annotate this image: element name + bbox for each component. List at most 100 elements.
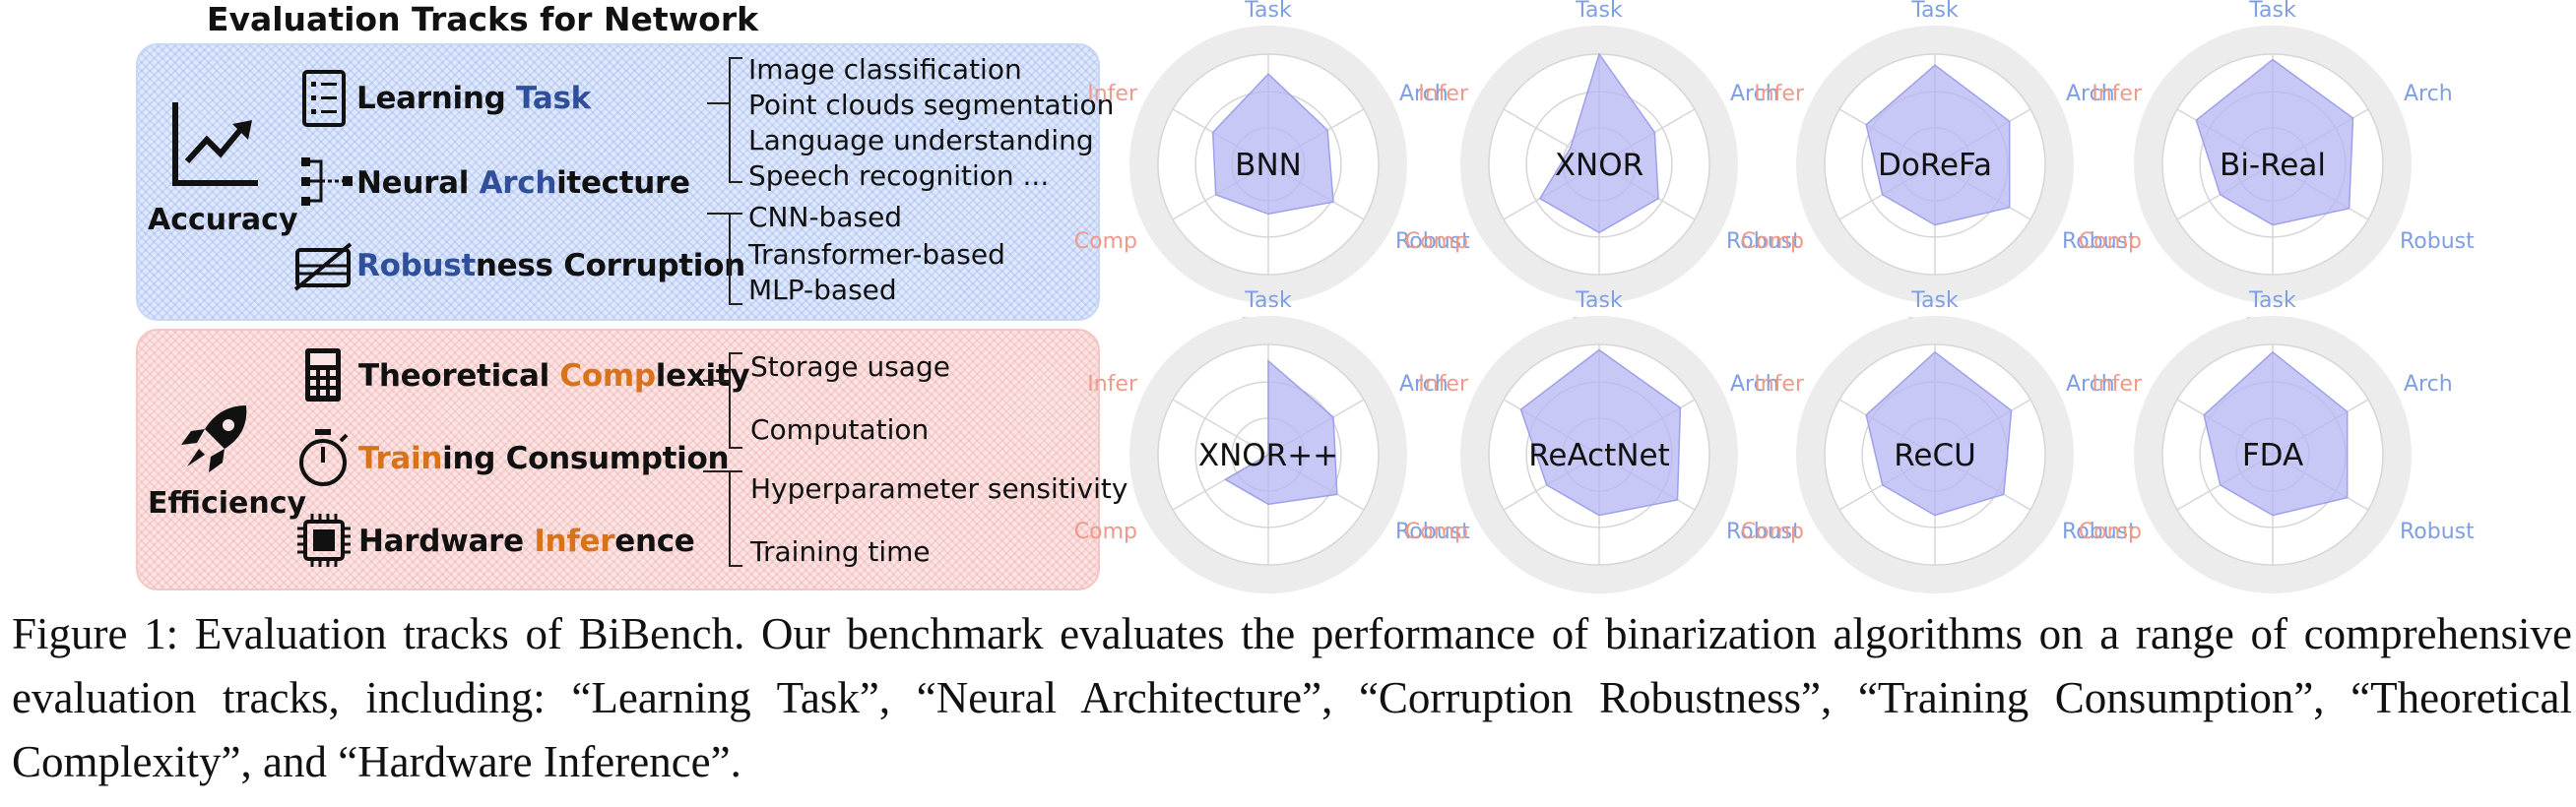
radar-axis-label: Robust bbox=[2400, 229, 2475, 254]
radar-axis-label: Task bbox=[1910, 0, 1959, 23]
training-item: Training time bbox=[750, 535, 931, 568]
arch-item: CNN-based bbox=[748, 201, 903, 233]
radar-axis-label: Comp bbox=[1074, 520, 1137, 544]
accuracy-label: Accuracy bbox=[148, 203, 298, 237]
track-robustness-corruption: Robustness Corruption bbox=[356, 248, 745, 283]
radar-axis-label: Robust bbox=[2062, 520, 2137, 544]
radar-axis-label: Comp bbox=[1074, 229, 1137, 254]
radar-axis-label: Robust bbox=[1395, 520, 1470, 544]
radar-axis-label: Task bbox=[1910, 288, 1959, 313]
chip-icon bbox=[297, 514, 351, 567]
radar-axis-label: Task bbox=[1244, 288, 1292, 313]
radar-axis-label: Task bbox=[1575, 0, 1623, 23]
track-neural-architecture: Neural Architecture bbox=[356, 165, 690, 201]
radar-polygon bbox=[1538, 52, 1659, 234]
task-item: Image classification bbox=[748, 53, 1022, 86]
track-theoretical-complexity: Theoretical Complexity bbox=[358, 358, 750, 394]
checklist-icon bbox=[302, 70, 346, 127]
radar-axis-label: Robust bbox=[1395, 229, 1470, 254]
radar-outer-ring bbox=[1796, 26, 2074, 303]
radar-polygon bbox=[1211, 73, 1334, 216]
radar-polygon bbox=[1519, 348, 1682, 517]
radar-axis-label: Task bbox=[2248, 288, 2296, 313]
radar-polygon bbox=[1223, 359, 1338, 506]
radar-outer-ring bbox=[1460, 316, 1738, 593]
radar-outer-ring bbox=[1460, 26, 1738, 303]
radar-method-label: ReActNet bbox=[1528, 438, 1670, 473]
radar-axis-label: Comp bbox=[1405, 229, 1468, 254]
complexity-item: Computation bbox=[750, 413, 930, 446]
radar-axis-label: Arch bbox=[1399, 82, 1449, 106]
radar-axis-label: Robust bbox=[2400, 520, 2475, 544]
radar-polygon bbox=[1865, 350, 2013, 517]
radar-axis-label: Arch bbox=[1730, 82, 1779, 106]
radar-axis-label: Infer bbox=[1418, 82, 1469, 106]
radar-method-label: FDA bbox=[2242, 438, 2303, 473]
radar-axis-label: Infer bbox=[1087, 82, 1138, 106]
complexity-item: Storage usage bbox=[750, 350, 950, 383]
task-bracket bbox=[729, 57, 731, 181]
radar-method-label: XNOR bbox=[1555, 148, 1643, 183]
radar-axis-label: Comp bbox=[1741, 229, 1804, 254]
task-item: Point clouds segmentation bbox=[748, 89, 1115, 121]
radar-method-label: Bi-Real bbox=[2220, 148, 2326, 183]
radar-axis-label: Robust bbox=[1726, 229, 1801, 254]
radar-charts: TaskArchRobustTrainCompInferBNNTaskArchR… bbox=[1074, 0, 2475, 593]
radar-axis-label: Infer bbox=[1754, 82, 1805, 106]
radar-axis-label: Comp bbox=[1405, 520, 1468, 544]
radar-axis-label: Infer bbox=[1754, 372, 1805, 397]
radar-method-label: XNOR++ bbox=[1198, 438, 1338, 473]
rocket-icon bbox=[181, 405, 247, 472]
radar-axis-label: Task bbox=[1244, 0, 1292, 23]
radar-axis-label: Infer bbox=[2092, 372, 2143, 397]
radar-axis-label: Comp bbox=[2079, 229, 2142, 254]
radar-outer-ring bbox=[2134, 26, 2412, 303]
radar-spoke bbox=[1172, 399, 1269, 456]
task-item: Speech recognition ... bbox=[748, 159, 1050, 192]
task-item: Language understanding bbox=[748, 124, 1094, 156]
stopwatch-icon bbox=[299, 429, 349, 486]
complexity-bracket bbox=[729, 352, 731, 447]
radar-axis-label: Task bbox=[1575, 288, 1623, 313]
radar-axis-label: Infer bbox=[1418, 372, 1469, 397]
radar-axis-label: Robust bbox=[2062, 229, 2137, 254]
radar-axis-label: Infer bbox=[2092, 82, 2143, 106]
radar-axis-label: Arch bbox=[1399, 372, 1449, 397]
radar-chart: TaskArchRobustTrainCompInferReCU bbox=[1741, 288, 2137, 593]
radar-outer-ring bbox=[1129, 316, 1407, 593]
radar-axis-label: Arch bbox=[2066, 82, 2115, 106]
figure-caption: Figure 1: Evaluation tracks of BiBench. … bbox=[12, 609, 2572, 786]
radar-method-label: DoReFa bbox=[1878, 148, 1992, 183]
training-bracket bbox=[729, 470, 731, 565]
efficiency-label: Efficiency bbox=[148, 486, 307, 521]
radar-chart: TaskArchRobustTrainCompInferReActNet bbox=[1405, 288, 1801, 593]
radar-axis-label: Arch bbox=[2066, 372, 2115, 397]
radar-axis-label: Robust bbox=[1726, 520, 1801, 544]
radar-outer-ring bbox=[1796, 316, 2074, 593]
radar-axis-label: Comp bbox=[1741, 520, 1804, 544]
line-chart-icon bbox=[172, 102, 258, 186]
calculator-icon bbox=[305, 348, 341, 402]
radar-axis-label: Arch bbox=[2404, 82, 2453, 106]
radar-chart: TaskArchRobustTrainCompInferFDA bbox=[2079, 288, 2475, 593]
radar-axis-label: Comp bbox=[2079, 520, 2142, 544]
corrupted-image-icon bbox=[293, 242, 353, 291]
training-item: Hyperparameter sensitivity bbox=[750, 472, 1128, 505]
radar-axis-label: Task bbox=[2248, 0, 2296, 23]
arch-item: Transformer-based bbox=[748, 238, 1005, 271]
radar-polygon bbox=[2203, 350, 2349, 517]
radar-polygon bbox=[1865, 64, 2011, 226]
radar-method-label: ReCU bbox=[1894, 438, 1976, 473]
radar-outer-ring bbox=[1129, 26, 1407, 303]
track-learning-task: Learning Task bbox=[356, 81, 591, 116]
radar-axis-label: Infer bbox=[1087, 372, 1138, 397]
radar-method-label: BNN bbox=[1235, 148, 1302, 183]
radar-axis-label: Arch bbox=[2404, 372, 2453, 397]
track-hardware-inference: Hardware Inference bbox=[358, 524, 695, 559]
architecture-bracket bbox=[729, 213, 731, 303]
arch-item: MLP-based bbox=[748, 274, 897, 306]
radar-axis-label: Arch bbox=[1730, 372, 1779, 397]
